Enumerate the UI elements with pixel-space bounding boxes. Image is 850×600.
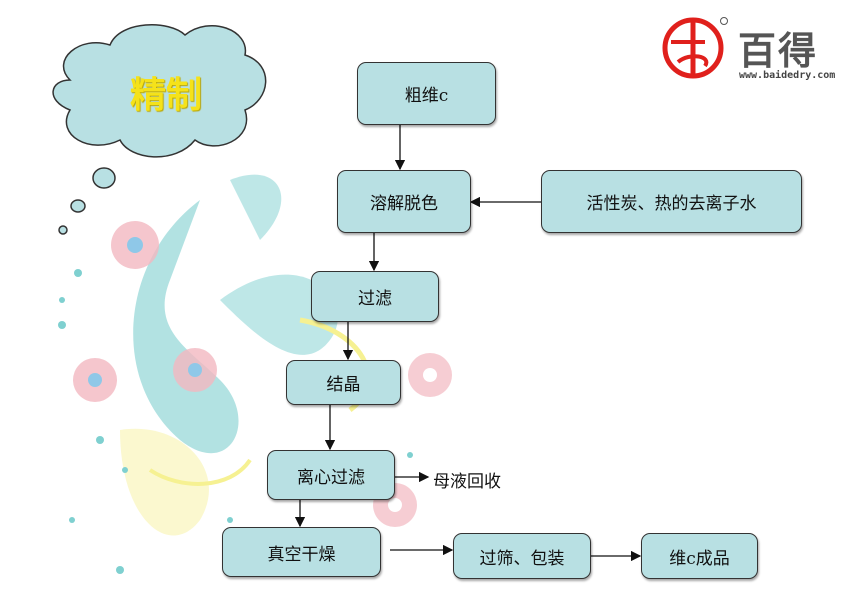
node-crystallize: 结晶 [286, 360, 401, 405]
node-sieve-pack: 过筛、包装 [453, 533, 591, 579]
node-centrifuge: 离心过滤 [267, 450, 395, 500]
page-title: 精制 [130, 75, 203, 116]
title-cloud [52, 24, 267, 235]
flower-icon [73, 221, 452, 527]
flow-arrows [294, 125, 642, 562]
node-crude: 粗维c [357, 62, 496, 125]
logo-name: 百得 [738, 29, 819, 73]
node-additive: 活性炭、热的去离子水 [541, 170, 802, 233]
logo-icon [662, 17, 728, 79]
node-mother-liquor: 母液回收 [433, 472, 501, 492]
node-vacuum-dry: 真空干燥 [222, 527, 381, 577]
node-dissolve: 溶解脱色 [337, 170, 471, 233]
node-product: 维c成品 [641, 533, 758, 579]
watermark-sub: Drying and Filtration Technology [470, 340, 807, 364]
watermark-main: 百得干燥 [470, 244, 782, 330]
logo-url: www.baidedry.com [739, 70, 836, 81]
node-filter: 过滤 [311, 271, 439, 322]
